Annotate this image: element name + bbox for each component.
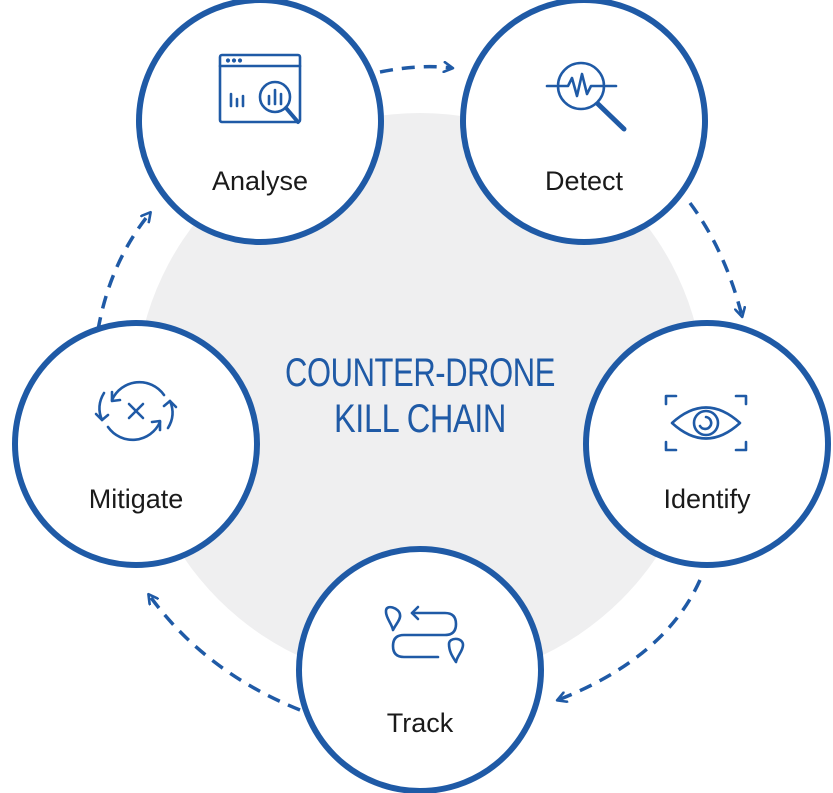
route-pins-icon xyxy=(384,605,465,664)
stage-node-detect: Detect xyxy=(460,0,708,245)
signal-magnifier-icon xyxy=(545,61,627,132)
stage-label-detect: Detect xyxy=(545,166,624,196)
stage-circle xyxy=(12,320,260,568)
cycle-cancel-icon xyxy=(94,380,178,442)
stage-circle xyxy=(460,0,708,245)
stage-label-track: Track xyxy=(387,708,454,738)
arrow-identify-to-track xyxy=(558,579,702,700)
stage-node-mitigate: Mitigate xyxy=(12,320,260,568)
stage-node-analyse: Analyse xyxy=(136,0,384,245)
eye-scan-icon xyxy=(664,394,748,452)
arrow-analyse-to-detect xyxy=(379,67,452,74)
center-title-line1: COUNTER-DRONE xyxy=(285,351,555,395)
stage-label-identify: Identify xyxy=(663,484,751,514)
flow-connectors xyxy=(96,67,742,712)
analytics-magnifier-icon xyxy=(218,53,302,124)
stage-label-analyse: Analyse xyxy=(212,166,308,196)
arrow-mitigate-to-analyse xyxy=(96,213,150,331)
center-disc xyxy=(135,113,705,683)
stage-circle xyxy=(296,546,544,793)
arrow-track-to-mitigate xyxy=(149,595,301,712)
stage-node-identify: Identify xyxy=(583,320,831,568)
stage-label-mitigate: Mitigate xyxy=(89,484,184,514)
arrow-detect-to-identify xyxy=(688,201,742,316)
stage-circle xyxy=(583,320,831,568)
center-title-line2: KILL CHAIN xyxy=(334,397,506,441)
stage-node-track: Track xyxy=(296,546,544,793)
